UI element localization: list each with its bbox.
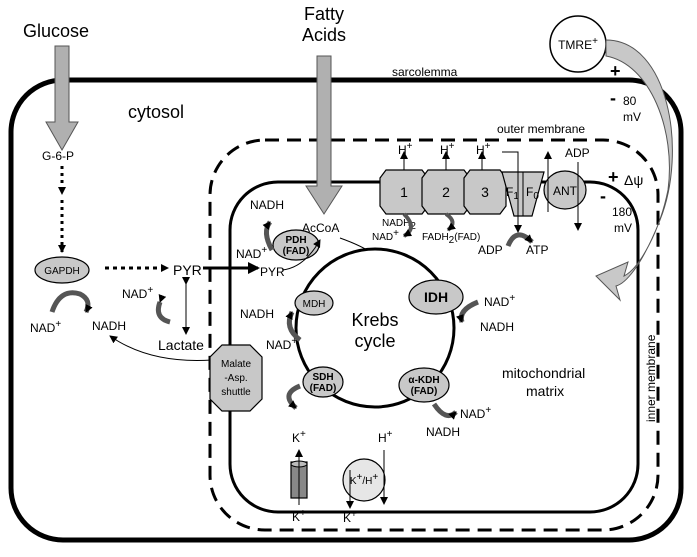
- akdh-label: α-KDH: [408, 375, 439, 386]
- k-channel-top-label: K+: [292, 429, 306, 445]
- ant-transporter: [543, 170, 587, 210]
- proton-1-label: H+: [398, 141, 413, 157]
- sdh-cofactor-arrow: [286, 383, 302, 410]
- ldh-cofactor-arrow: [155, 294, 171, 325]
- idh-nadh: NADH: [480, 320, 514, 334]
- pdh-nadh: NADH: [250, 198, 284, 212]
- complex-1: [379, 169, 429, 215]
- mito-minus: -: [600, 186, 606, 206]
- complex1-nad-label: NAD+: [372, 228, 399, 243]
- gapdh-enzyme: [34, 256, 90, 284]
- outer-membrane-label: outer membrane: [497, 122, 585, 136]
- pdh-label: PDH: [285, 235, 306, 246]
- fadh2-label: FADH2(FAD): [422, 232, 480, 246]
- mito-plus: +: [608, 167, 619, 187]
- fatty-acids-line2: Acids: [302, 25, 346, 45]
- sdh-fad: (FAD): [310, 383, 337, 394]
- f0-label: F0: [526, 185, 539, 202]
- pyr-to-acoa-arrow: [281, 239, 321, 271]
- sarcolemma-label: sarcolemma: [392, 65, 458, 79]
- kh-k-label: K+: [343, 509, 357, 525]
- sarcolemma-plus: +: [610, 61, 621, 81]
- malate-aspartate-shuttle: [209, 344, 263, 412]
- complex-3-label: 3: [481, 184, 489, 200]
- complex2-cofactor-arrow: [444, 212, 456, 232]
- akdh-nad: NAD+: [460, 405, 491, 421]
- fatty-acids-line1: Fatty: [304, 4, 344, 24]
- gapdh-nad: NAD+: [30, 319, 61, 335]
- mdh-nad: NAD+: [266, 336, 297, 352]
- krebs-label-line2: cycle: [354, 331, 395, 351]
- g6p-label: G-6-P: [42, 149, 74, 163]
- kh-exchanger-label: K+/H+: [350, 472, 379, 487]
- mdh-nadh: NADH: [240, 307, 274, 321]
- nadh-to-shuttle-arrow: [109, 335, 213, 361]
- pdh-fad: (FAD): [283, 246, 310, 257]
- mito-pyr-label: PYR: [260, 265, 285, 279]
- complex-1-label: 1: [400, 184, 408, 200]
- complex1-cofactor-arrow: [402, 212, 413, 238]
- glucose-label: Glucose: [23, 21, 89, 41]
- mdh-enzyme: [294, 290, 334, 316]
- outer-membrane: [208, 138, 660, 532]
- mito-potential-value: 180: [612, 205, 632, 219]
- mito-potential-unit: mV: [614, 221, 632, 235]
- complex-2: [421, 169, 471, 215]
- kh-exchanger: [342, 458, 386, 502]
- krebs-label-line1: Krebs: [351, 310, 398, 330]
- sarcolemma-minus: -: [610, 88, 616, 108]
- idh-cofactor-arrow: [455, 299, 479, 323]
- cytosol-label: cytosol: [128, 102, 184, 122]
- fatty-acids-arrow: [305, 55, 343, 215]
- lactate-label: Lactate: [158, 337, 204, 353]
- sdh-enzyme: [302, 366, 344, 398]
- matrix-label-line1: mitochondrial: [502, 365, 585, 381]
- synthase-adp-label: ADP: [478, 243, 503, 257]
- gapdh-nadh: NADH: [92, 319, 126, 333]
- proton-2-label: H+: [440, 141, 455, 157]
- ldh-nad: NAD+: [122, 285, 153, 301]
- sarcolemma-potential-value: 80: [623, 94, 637, 108]
- proton-3-label: H+: [476, 141, 491, 157]
- matrix-label-line2: matrix: [526, 383, 564, 399]
- shuttle-line1: Malate: [221, 359, 251, 370]
- akdh-enzyme: [398, 367, 450, 403]
- adp-to-atp-arrow: [505, 232, 534, 248]
- glucose-arrow: [45, 45, 79, 152]
- proton-return-arrow: [502, 151, 522, 233]
- acoa-label: AcCoA: [302, 221, 339, 235]
- akdh-fad: (FAD): [411, 386, 438, 397]
- gapdh-cofactor-arrow: [49, 290, 93, 314]
- cytosol-pyr-label: PYR: [173, 262, 202, 278]
- ant-adp-label: ADP: [565, 146, 590, 160]
- delta-psi-label: Δψ: [624, 172, 643, 188]
- pdh-cofactor-arrow: [262, 220, 275, 252]
- pdh-nad: NAD+: [236, 245, 267, 261]
- gapdh-label: GAPDH: [44, 266, 80, 277]
- tmre-label: TMRE+: [558, 36, 598, 52]
- akdh-cofactor-arrow: [431, 402, 458, 420]
- synthase-atp-label: ATP: [526, 243, 548, 257]
- f1-label: F1: [506, 185, 519, 202]
- k-channel-bottom-label: K+: [292, 508, 306, 524]
- akdh-nadh: NADH: [426, 425, 460, 439]
- idh-label: IDH: [424, 289, 448, 305]
- shuttle-line3: shuttle: [221, 387, 251, 398]
- complex-2-label: 2: [442, 184, 450, 200]
- mdh-label: MDH: [303, 299, 326, 310]
- idh-nad: NAD+: [484, 293, 515, 309]
- tmre-uptake-arrow: [595, 39, 673, 302]
- mdh-cofactor-arrow: [285, 310, 302, 342]
- kh-proton-label: H+: [378, 429, 393, 445]
- shuttle-line2: -Asp.: [224, 373, 247, 384]
- sarcolemma-membrane: [8, 77, 684, 543]
- nadh2-label: NADH2: [382, 218, 416, 232]
- sdh-label: SDH: [312, 372, 333, 383]
- inner-membrane-label: inner membrane: [644, 334, 658, 422]
- ant-label: ANT: [553, 184, 578, 198]
- sarcolemma-potential-unit: mV: [623, 110, 641, 124]
- idh-enzyme: [408, 279, 464, 315]
